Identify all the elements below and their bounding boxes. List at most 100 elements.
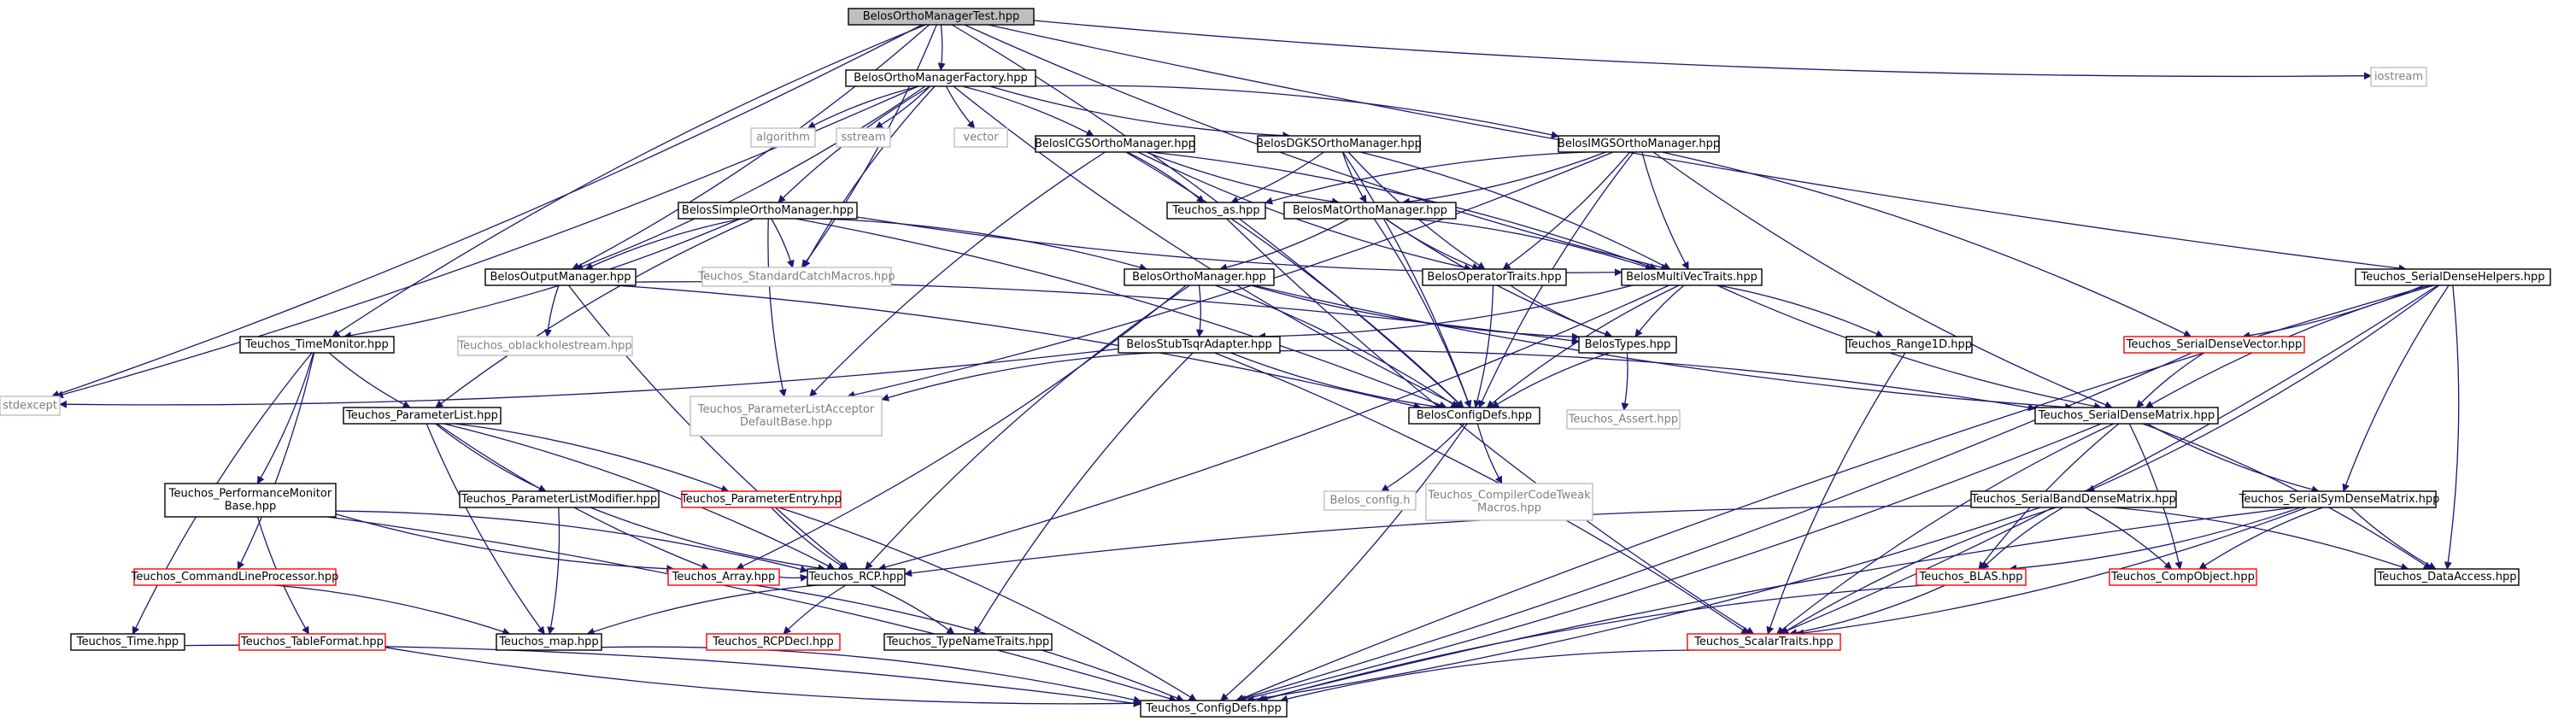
node-box-rcpdecl[interactable] xyxy=(706,633,841,651)
node-timemon[interactable]: Teuchos_TimeMonitor.hpp xyxy=(239,336,395,354)
node-matortho[interactable]: BelosMatOrthoManager.hpp xyxy=(1283,202,1457,220)
node-scalartraits[interactable]: Teuchos_ScalarTraits.hpp xyxy=(1687,633,1841,651)
node-box-output[interactable] xyxy=(484,268,637,286)
node-factory[interactable]: BelosOrthoManagerFactory.hpp xyxy=(845,69,1036,87)
node-box-stdcatch[interactable] xyxy=(701,267,892,287)
node-icgs[interactable]: BelosICGSOrthoManager.hpp xyxy=(1035,135,1195,153)
node-box-belosconfig[interactable] xyxy=(1323,490,1417,511)
node-pl[interactable]: Teuchos_ParameterList.hpp xyxy=(343,407,502,425)
node-ssdm[interactable]: Teuchos_SerialSymDenseMatrix.hpp xyxy=(2239,490,2440,508)
node-stdexcept[interactable]: stdexcept xyxy=(0,396,61,416)
node-rcpdecl[interactable]: Teuchos_RCPDecl.hpp xyxy=(706,633,841,651)
node-box-orthomgr[interactable] xyxy=(1124,268,1275,286)
node-box-algorithm[interactable] xyxy=(750,127,816,148)
node-simple[interactable]: BelosSimpleOrthoManager.hpp xyxy=(678,202,858,220)
node-rcp[interactable]: Teuchos_RCP.hpp xyxy=(807,568,906,586)
node-sdvector[interactable]: Teuchos_SerialDenseVector.hpp xyxy=(2123,336,2305,354)
node-box-types[interactable] xyxy=(1578,336,1677,354)
node-array[interactable]: Teuchos_Array.hpp xyxy=(667,568,780,586)
node-configdefs2[interactable]: Teuchos_ConfigDefs.hpp xyxy=(1140,700,1288,718)
node-time[interactable]: Teuchos_Time.hpp xyxy=(70,633,185,651)
node-pentry[interactable]: Teuchos_ParameterEntry.hpp xyxy=(680,490,842,508)
node-output[interactable]: BelosOutputManager.hpp xyxy=(484,268,637,286)
node-dataaccess[interactable]: Teuchos_DataAccess.hpp xyxy=(2374,568,2520,586)
node-box-root[interactable] xyxy=(848,8,1035,26)
node-blas[interactable]: Teuchos_BLAS.hpp xyxy=(1916,568,2027,586)
node-box-factory[interactable] xyxy=(845,69,1036,87)
node-box-range1d[interactable] xyxy=(1845,336,1973,354)
node-box-plmod[interactable] xyxy=(459,490,660,508)
node-placcept[interactable]: Teuchos_ParameterListAcceptorDefaultBase… xyxy=(689,396,883,437)
node-algorithm[interactable]: algorithm xyxy=(750,127,816,148)
node-oblack[interactable]: Teuchos_oblackholestream.hpp xyxy=(457,336,633,356)
node-box-perfmon[interactable] xyxy=(164,483,337,518)
node-box-tassert[interactable] xyxy=(1566,409,1681,430)
node-box-oblack[interactable] xyxy=(457,336,633,356)
node-box-mvtraits[interactable] xyxy=(1621,268,1763,286)
node-configdefs[interactable]: BelosConfigDefs.hpp xyxy=(1408,407,1540,425)
node-mvtraits[interactable]: BelosMultiVecTraits.hpp xyxy=(1621,268,1763,286)
node-box-typename[interactable] xyxy=(883,633,1053,651)
node-box-simple[interactable] xyxy=(678,202,858,220)
node-box-iostream[interactable] xyxy=(2370,67,2427,87)
node-compobj[interactable]: Teuchos_CompObject.hpp xyxy=(2109,568,2257,586)
node-stubtsqr[interactable]: BelosStubTsqrAdapter.hpp xyxy=(1118,336,1281,354)
node-box-dgks[interactable] xyxy=(1257,135,1421,153)
node-box-configdefs2[interactable] xyxy=(1140,700,1288,718)
node-box-scalartraits[interactable] xyxy=(1687,633,1841,651)
node-tableformat[interactable]: Teuchos_TableFormat.hpp xyxy=(238,633,386,651)
node-box-matortho[interactable] xyxy=(1283,202,1457,220)
node-box-configdefs[interactable] xyxy=(1408,407,1540,425)
node-cmdline[interactable]: Teuchos_CommandLineProcessor.hpp xyxy=(131,568,339,586)
node-types[interactable]: BelosTypes.hpp xyxy=(1578,336,1677,354)
node-box-sdhelpers[interactable] xyxy=(2355,268,2551,286)
node-box-compilertweak[interactable] xyxy=(1425,483,1593,521)
node-box-sdvector[interactable] xyxy=(2123,336,2305,354)
node-box-imgs[interactable] xyxy=(1558,135,1720,153)
node-typename[interactable]: Teuchos_TypeNameTraits.hpp xyxy=(883,633,1053,651)
node-iostream[interactable]: iostream xyxy=(2370,67,2427,87)
node-optraits[interactable]: BelosOperatorTraits.hpp xyxy=(1422,268,1567,286)
node-as[interactable]: Teuchos_as.hpp xyxy=(1166,202,1266,220)
node-box-ssdm[interactable] xyxy=(2242,490,2437,508)
node-box-array[interactable] xyxy=(667,568,780,586)
node-box-as[interactable] xyxy=(1166,202,1266,220)
node-sstream[interactable]: sstream xyxy=(836,127,891,148)
node-box-dataaccess[interactable] xyxy=(2374,568,2520,586)
node-box-optraits[interactable] xyxy=(1422,268,1567,286)
node-box-rcp[interactable] xyxy=(807,568,906,586)
node-box-cmdline[interactable] xyxy=(133,568,337,586)
node-box-pl[interactable] xyxy=(343,407,502,425)
node-box-tableformat[interactable] xyxy=(238,633,386,651)
node-box-sstream[interactable] xyxy=(836,127,891,148)
node-box-stubtsqr[interactable] xyxy=(1118,336,1281,354)
node-box-stdexcept[interactable] xyxy=(0,396,61,416)
node-box-pentry[interactable] xyxy=(681,490,842,508)
node-box-placcept[interactable] xyxy=(689,396,883,437)
node-plmod[interactable]: Teuchos_ParameterListModifier.hpp xyxy=(459,490,660,508)
node-belosconfig[interactable]: Belos_config.h xyxy=(1323,490,1417,511)
node-map[interactable]: Teuchos_map.hpp xyxy=(496,633,602,651)
node-root[interactable]: BelosOrthoManagerTest.hpp xyxy=(848,8,1035,26)
node-tassert[interactable]: Teuchos_Assert.hpp xyxy=(1566,409,1681,430)
node-box-time[interactable] xyxy=(70,633,185,651)
node-box-compobj[interactable] xyxy=(2109,568,2257,586)
node-box-icgs[interactable] xyxy=(1035,135,1195,153)
node-sbdm[interactable]: Teuchos_SerialBandDenseMatrix.hpp xyxy=(1970,490,2177,508)
node-box-timemon[interactable] xyxy=(239,336,395,354)
node-range1d[interactable]: Teuchos_Range1D.hpp xyxy=(1845,336,1973,354)
node-box-sbdm[interactable] xyxy=(1970,490,2177,508)
node-vector[interactable]: vector xyxy=(954,127,1008,148)
node-sdhelpers[interactable]: Teuchos_SerialDenseHelpers.hpp xyxy=(2355,268,2551,286)
node-box-vector[interactable] xyxy=(954,127,1008,148)
node-imgs[interactable]: BelosIMGSOrthoManager.hpp xyxy=(1558,135,1720,153)
node-sdmatrix[interactable]: Teuchos_SerialDenseMatrix.hpp xyxy=(2034,407,2219,425)
node-box-blas[interactable] xyxy=(1916,568,2027,586)
node-stdcatch[interactable]: Teuchos_StandardCatchMacros.hpp xyxy=(697,267,895,287)
node-orthomgr[interactable]: BelosOrthoManager.hpp xyxy=(1124,268,1275,286)
node-dgks[interactable]: BelosDGKSOrthoManager.hpp xyxy=(1256,135,1422,153)
node-box-map[interactable] xyxy=(496,633,602,651)
node-box-sdmatrix[interactable] xyxy=(2034,407,2219,425)
